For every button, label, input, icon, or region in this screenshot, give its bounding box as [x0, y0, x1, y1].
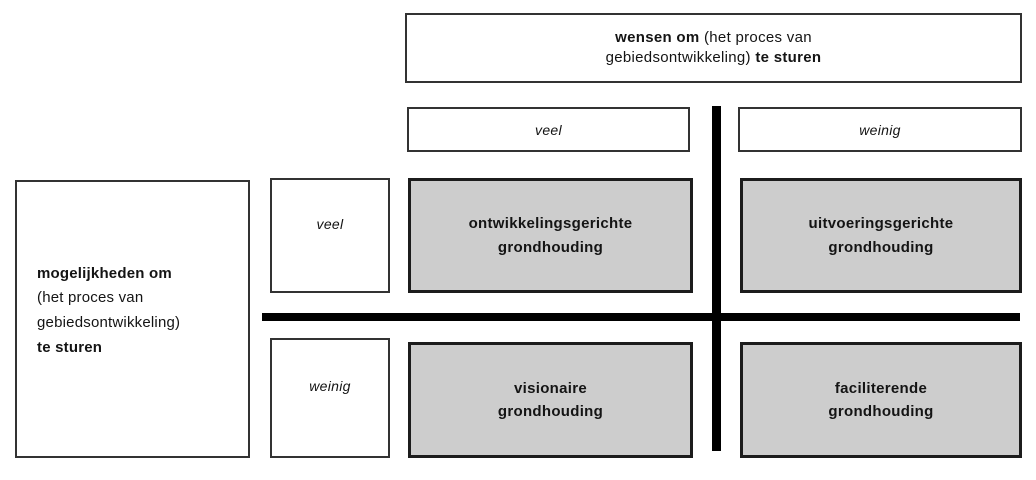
top-axis-line2: gebiedsontwikkeling) te sturen — [606, 48, 822, 68]
quadrant-uitvoeringsgerichte-grondhouding: uitvoeringsgerichte grondhouding — [740, 178, 1022, 293]
quadrant-tl-line2: grondhouding — [497, 238, 604, 256]
top-axis-line2-rest: gebiedsontwikkeling) — [605, 49, 756, 66]
quadrant-br-line1: faciliterende — [834, 379, 928, 397]
quadrant-ontwikkelingsgerichte-grondhouding: ontwikkelingsgerichte grondhouding — [408, 178, 693, 293]
horizontal-divider — [262, 313, 1020, 321]
left-axis-line1: mogelijkheden om — [37, 264, 172, 282]
top-axis-label-box: wensen om (het proces van gebiedsontwikk… — [405, 13, 1022, 83]
quadrant-bl-line2: grondhouding — [497, 403, 604, 420]
top-axis-line1-rest: (het proces van — [699, 28, 812, 46]
row-header-veel-label: veel — [316, 215, 344, 232]
column-header-veel: veel — [407, 107, 690, 152]
left-axis-label-box: mogelijkheden om (het proces van gebieds… — [15, 180, 250, 458]
quadrant-faciliterende-grondhouding: faciliterende grondhouding — [740, 342, 1022, 458]
row-header-weinig-label: weinig — [309, 378, 351, 394]
quadrant-tl-line1: ontwikkelingsgerichte — [468, 215, 633, 233]
quadrant-visionaire-grondhouding: visionaire grondhouding — [408, 342, 693, 458]
column-header-weinig-label: weinig — [859, 121, 901, 138]
quadrant-tr-line1: uitvoeringsgerichte — [808, 215, 954, 233]
quadrant-br-line2: grondhouding — [828, 403, 934, 420]
column-header-veel-label: veel — [535, 121, 562, 138]
quadrant-tr-line2: grondhouding — [828, 238, 934, 256]
row-header-veel: veel — [270, 178, 390, 293]
top-axis-line2-bold: te sturen — [755, 49, 822, 66]
column-header-weinig: weinig — [738, 107, 1022, 152]
left-axis-line2: (het proces van — [37, 289, 144, 307]
top-axis-line1-bold: wensen om — [615, 28, 700, 46]
row-header-weinig: weinig — [270, 338, 390, 458]
left-axis-line4: te sturen — [37, 338, 103, 356]
vertical-divider — [712, 106, 721, 451]
top-axis-line1: wensen om (het proces van — [615, 28, 812, 48]
quadrant-bl-line1: visionaire — [513, 379, 588, 397]
left-axis-line3: gebiedsontwikkeling) — [37, 314, 181, 331]
